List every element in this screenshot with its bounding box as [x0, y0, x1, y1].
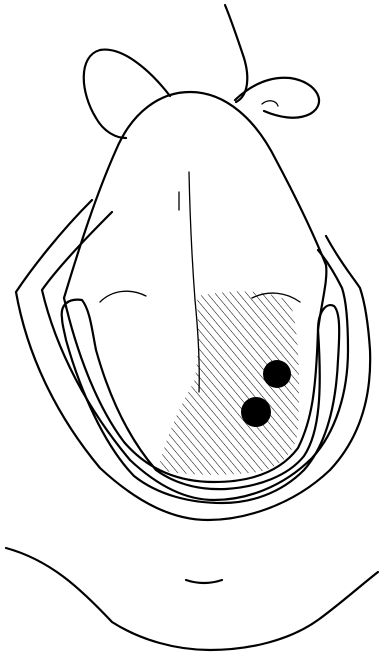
lesion-dot-lower — [241, 397, 271, 427]
lesion-dot-upper — [263, 360, 291, 388]
chin-outline — [6, 548, 378, 650]
chin-crease — [186, 580, 222, 583]
nose — [84, 5, 319, 138]
